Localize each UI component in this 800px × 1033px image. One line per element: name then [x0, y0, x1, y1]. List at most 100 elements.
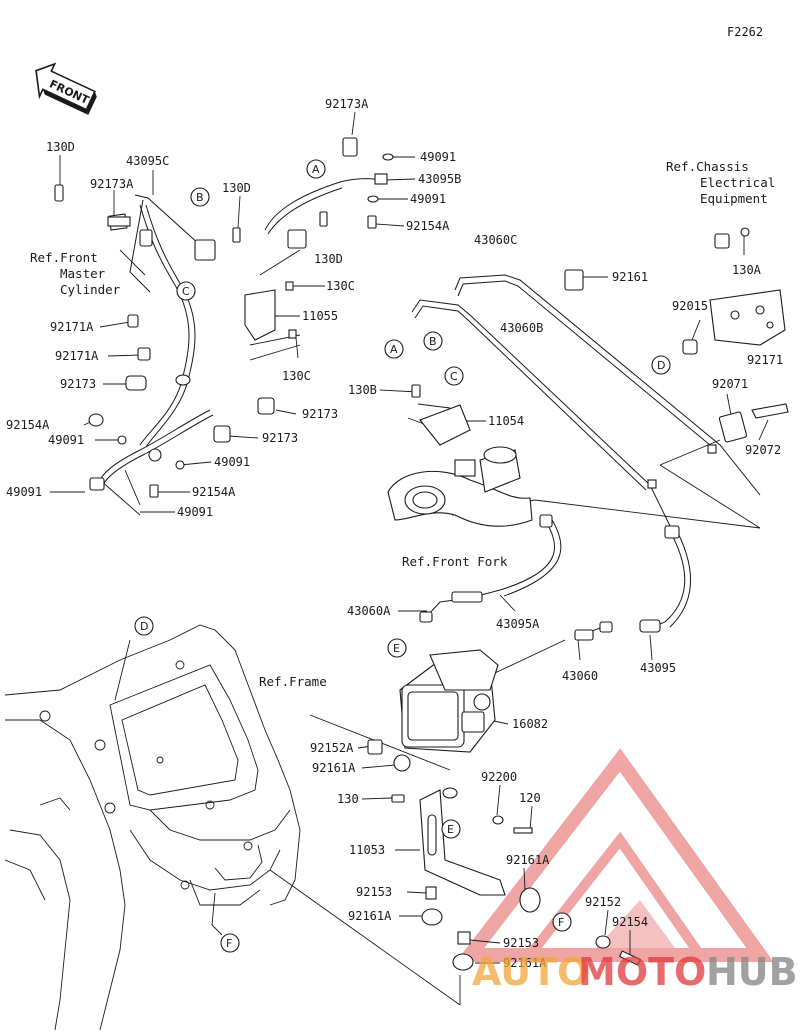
label-43095a: 43095A — [496, 617, 540, 631]
callout-e-upper: E — [387, 638, 407, 658]
label-43095b: 43095B — [418, 172, 461, 186]
reference-labels: Ref.Front Master Cylinder Ref.Chassis El… — [30, 159, 775, 689]
label-92153-b: 92153 — [503, 936, 539, 950]
ref-front-fork: Ref.Front Fork — [402, 554, 508, 569]
label-92161a-c: 92161A — [348, 909, 392, 923]
watermark-text: AUTO MOTO HUB — [472, 950, 798, 994]
front-arrow-icon: FRONT — [35, 62, 97, 115]
svg-text:E: E — [393, 642, 400, 655]
label-49091-f: 49091 — [177, 505, 213, 519]
label-92154a-a: 92154A — [406, 219, 450, 233]
bracket-11053 — [367, 739, 642, 971]
svg-text:E: E — [447, 823, 454, 836]
callout-b-upper: B — [190, 187, 210, 207]
svg-text:D: D — [657, 359, 665, 372]
ref-front-master-cylinder-2: Master — [60, 266, 106, 281]
label-11055: 11055 — [302, 309, 338, 323]
callout-f-right: F — [552, 912, 572, 932]
label-92015: 92015 — [672, 299, 708, 313]
label-92200: 92200 — [481, 770, 517, 784]
ref-chassis-electrical-2: Electrical — [700, 175, 775, 190]
label-92152a: 92152A — [310, 741, 354, 755]
label-92072: 92072 — [745, 443, 781, 457]
svg-text:F: F — [226, 937, 232, 950]
brake-hose-43095c — [99, 178, 381, 486]
ref-frame: Ref.Frame — [259, 674, 327, 689]
label-92154a-c: 92154A — [192, 485, 236, 499]
upper-left-parts — [54, 137, 394, 498]
label-92152: 92152 — [585, 895, 621, 909]
label-130c-b: 130C — [282, 369, 311, 383]
label-49091-b: 49091 — [410, 192, 446, 206]
part-labels: 130D 43095C 92173A 92173A 130D 130D 4909… — [6, 97, 783, 970]
watermark-hub: HUB — [706, 950, 798, 994]
label-49091-e: 49091 — [6, 485, 42, 499]
label-92071: 92071 — [712, 377, 748, 391]
label-130c-a: 130C — [326, 279, 355, 293]
ref-chassis-electrical-3: Equipment — [700, 191, 768, 206]
label-130: 130 — [337, 792, 359, 806]
label-130d-a: 130D — [46, 140, 75, 154]
callout-e-lower: E — [441, 819, 461, 839]
label-92161a-a: 92161A — [312, 761, 356, 775]
label-92171: 92171 — [747, 353, 783, 367]
label-43095: 43095 — [640, 661, 676, 675]
label-120: 120 — [519, 791, 541, 805]
label-43060b: 43060B — [500, 321, 543, 335]
label-49091-a: 49091 — [420, 150, 456, 164]
label-92161a-d: 92161A — [503, 956, 547, 970]
ref-front-master-cylinder-1: Ref.Front — [30, 250, 98, 265]
ref-chassis-electrical-1: Ref.Chassis — [666, 159, 749, 174]
callout-f-left: F — [220, 933, 240, 953]
label-92173a-a: 92173A — [90, 177, 134, 191]
callout-d-upper: D — [651, 355, 671, 375]
label-92173a-b: 92173A — [325, 97, 369, 111]
callout-d-lower: D — [134, 616, 154, 636]
label-92173-c: 92173 — [262, 431, 298, 445]
label-92161: 92161 — [612, 270, 648, 284]
brake-lines-right — [411, 227, 789, 641]
abs-unit — [399, 649, 499, 753]
label-92154a-b: 92154A — [6, 418, 50, 432]
label-92154: 92154 — [612, 915, 648, 929]
label-130a: 130A — [732, 263, 762, 277]
callout-a-lower: A — [384, 339, 404, 359]
watermark-moto: MOTO — [578, 950, 706, 994]
label-130d-c: 130D — [314, 252, 343, 266]
label-49091-c: 49091 — [48, 433, 84, 447]
label-92161a-b: 92161A — [506, 853, 550, 867]
callout-letters: A B C A B C D D E E F F — [134, 159, 671, 953]
label-92153-a: 92153 — [356, 885, 392, 899]
callout-a-upper: A — [306, 159, 326, 179]
label-16082: 16082 — [512, 717, 548, 731]
label-11053: 11053 — [349, 843, 385, 857]
label-43060: 43060 — [562, 669, 598, 683]
label-92171a-b: 92171A — [55, 349, 99, 363]
svg-text:F: F — [558, 916, 564, 929]
svg-text:D: D — [140, 620, 148, 633]
svg-text:B: B — [196, 191, 204, 204]
label-49091-d: 49091 — [214, 455, 250, 469]
ref-front-master-cylinder-3: Cylinder — [60, 282, 121, 297]
callout-c-upper: C — [176, 281, 196, 301]
svg-text:A: A — [312, 163, 320, 176]
svg-text:A: A — [390, 343, 398, 356]
watermark-auto: AUTO — [472, 950, 589, 994]
label-92173-b: 92173 — [302, 407, 338, 421]
front-fork-assembly — [387, 384, 533, 527]
label-43060c: 43060C — [474, 233, 517, 247]
label-130b: 130B — [348, 383, 377, 397]
label-43060a: 43060A — [347, 604, 391, 618]
watermark-logo — [455, 748, 774, 962]
label-92173-a: 92173 — [60, 377, 96, 391]
label-43095c: 43095C — [126, 154, 169, 168]
frame-outline — [4, 624, 301, 1031]
callout-c-lower: C — [444, 366, 464, 386]
svg-text:C: C — [182, 285, 190, 298]
label-92171a-a: 92171A — [50, 320, 94, 334]
label-130d-b: 130D — [222, 181, 251, 195]
svg-text:B: B — [429, 335, 437, 348]
figure-code: F2262 — [727, 25, 763, 39]
